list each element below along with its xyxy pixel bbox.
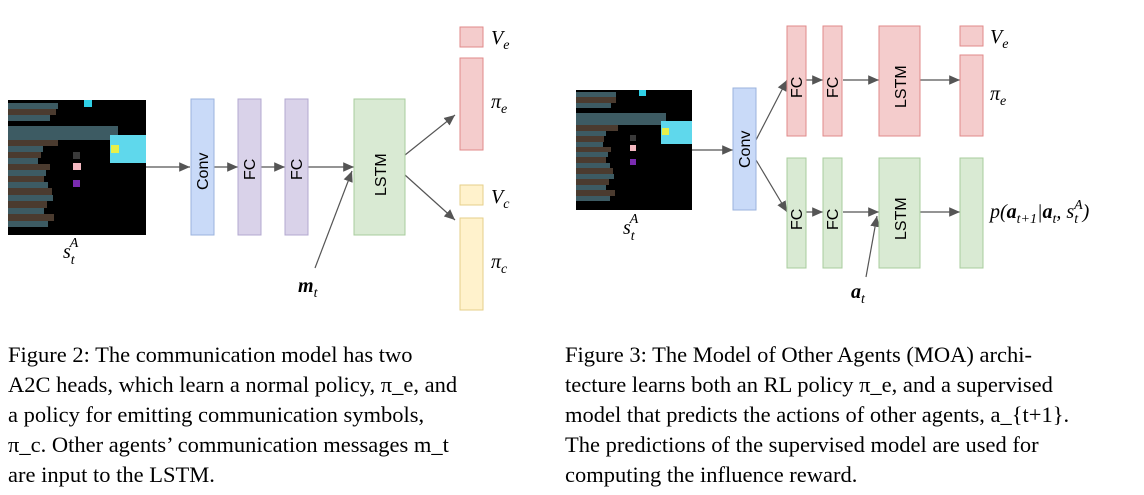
figure3-ve-label: Ve <box>990 26 1008 52</box>
figure2-caption-line: a policy for emitting communication symb… <box>8 402 425 427</box>
figure2-caption: Figure 2: The communication model has tw… <box>8 340 520 490</box>
figure3-pie-head <box>959 54 984 137</box>
figure3-conv-layer <box>732 87 757 211</box>
figure3-diagram: stA Conv FC FC LSTM Ve πe FC FC LSTM <box>576 25 1090 307</box>
figure2-diagram: stA Conv FC FC LSTM mt Ve πe Vc πc <box>8 26 510 311</box>
figure3-rl-lstm-layer <box>878 25 921 137</box>
figure3-moa-fc1-label: FC <box>789 209 806 230</box>
figure3-moa-fc2-layer <box>822 157 843 269</box>
figure3-caption-line: computing the influence reward. <box>565 462 858 487</box>
figure2-conv-label: Conv <box>195 153 212 190</box>
figure3-moa-output-label: p(at+1|at, stA) <box>988 198 1090 227</box>
figure3-input-label: stA <box>623 212 639 244</box>
figure3-caption-line: tecture learns both an RL policy π_e, an… <box>565 372 1053 397</box>
figure3-rl-fc2-label: FC <box>825 77 842 98</box>
figure3-observation-image <box>576 90 692 210</box>
figure2-conv-layer <box>190 98 215 236</box>
figure2-caption-line: are input to the LSTM. <box>8 462 215 487</box>
figure2-vc-head <box>459 184 484 206</box>
figure2-ve-head <box>459 26 484 48</box>
figure3-moa-lstm-label: LSTM <box>893 197 910 240</box>
figure3-action-label: at <box>851 281 866 307</box>
figure2-pic-head <box>459 217 484 311</box>
figure2-fc2-layer <box>284 98 309 236</box>
figure3-ve-head <box>959 25 984 47</box>
figure2-pie-head <box>459 57 484 151</box>
figure3-rl-lstm-label: LSTM <box>893 65 910 108</box>
figure2-pie-label: πe <box>491 91 507 117</box>
figure3-moa-output-box <box>959 157 984 269</box>
figure2-pic-label: πc <box>491 251 508 277</box>
figure2-lstm-label: LSTM <box>373 153 390 196</box>
figure3-moa-lstm-layer <box>878 157 921 269</box>
figure3-rl-fc2-layer <box>822 25 843 137</box>
figure3-caption-line: Figure 3: The Model of Other Agents (MOA… <box>565 342 1032 367</box>
figure2-ve-label: Ve <box>491 27 509 53</box>
figure2-message-label: mt <box>298 275 319 301</box>
figure3-caption-line: model that predicts the actions of other… <box>565 402 1070 427</box>
figure3-moa-fc2-label: FC <box>825 209 842 230</box>
figure2-observation-image <box>8 100 146 235</box>
figure3-rl-fc1-layer <box>786 25 807 137</box>
figure2-vc-label: Vc <box>491 186 510 212</box>
figure2-caption-line: A2C heads, which learn a normal policy, … <box>8 372 458 397</box>
figure3-caption-line: The predictions of the supervised model … <box>565 432 1039 457</box>
figure2-input-label: stA <box>63 236 79 268</box>
figure3-caption: Figure 3: The Model of Other Agents (MOA… <box>565 340 1137 490</box>
figure2-caption-line: π_c. Other agents’ communication message… <box>8 432 449 457</box>
figure2-fc2-label: FC <box>289 159 306 180</box>
figure2-lstm-layer <box>353 98 406 236</box>
figure3-moa-fc1-layer <box>786 157 807 269</box>
figure2-fc1-label: FC <box>242 159 259 180</box>
figure3-rl-fc1-label: FC <box>789 77 806 98</box>
figure2-caption-line: Figure 2: The communication model has tw… <box>8 342 413 367</box>
figure3-conv-label: Conv <box>737 131 754 168</box>
figure3-pie-label: πe <box>990 83 1006 109</box>
figure2-fc1-layer <box>237 98 262 236</box>
